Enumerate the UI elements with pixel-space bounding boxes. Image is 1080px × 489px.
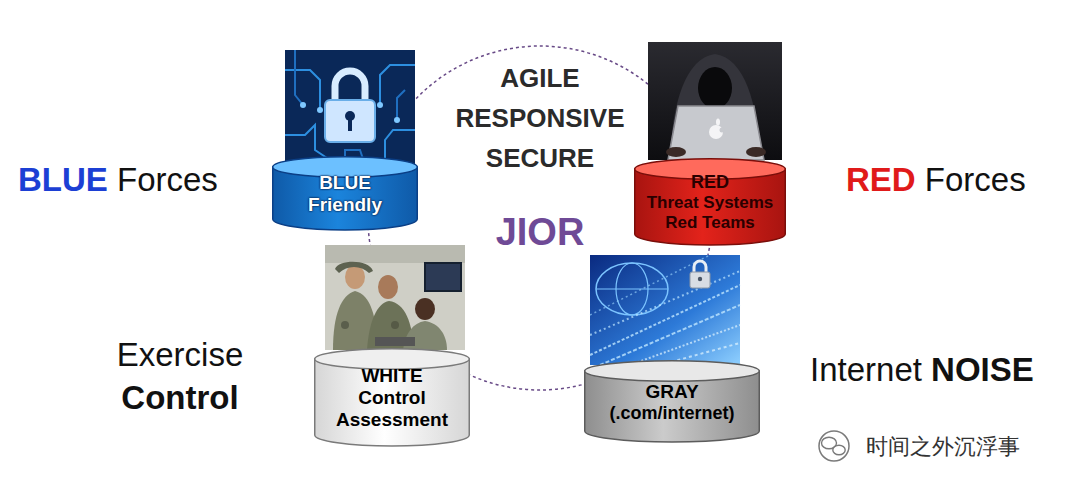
cylinder-label: GRAY(.com/internet): [592, 381, 752, 424]
cylinder-top: [585, 361, 760, 382]
side-label: Exercise Control: [90, 333, 270, 419]
wechat-icon: [819, 431, 849, 461]
cylinder-body: [635, 169, 786, 245]
cylinder-node: BLUEFriendly: [272, 156, 418, 230]
cylinder-text: Control Assessment: [322, 387, 462, 431]
label-wrap: BLUE Forces: [18, 161, 233, 199]
hacker-photo: [648, 42, 782, 160]
text-wrap: JIOR: [460, 212, 620, 252]
cylinder-body: [273, 167, 418, 230]
center-logo: JIOR: [460, 212, 620, 252]
side-label: Internet NOISE: [810, 351, 1060, 389]
cylinder-heading: WHITE: [322, 365, 462, 387]
cylinder-heading: RED: [642, 172, 778, 193]
internet-photo: [590, 255, 740, 365]
cylinder-text: Threat Systems Red Teams: [642, 193, 778, 233]
cylinder-node: REDThreat Systems Red Teams: [634, 158, 786, 245]
cylinder-text: Friendly: [280, 194, 410, 216]
cylinder-heading: BLUE: [280, 172, 410, 194]
region-panel: AGILE RESPONSIVE SECURE JIOR BLUEFriendly R…: [190, 0, 890, 489]
soldiers-photo: [325, 245, 465, 350]
connector: [470, 398, 584, 400]
center-slogan: AGILE RESPONSIVE SECURE: [440, 58, 640, 178]
cylinder-label: WHITEControl Assessment: [322, 365, 462, 431]
label-word: Internet: [810, 351, 922, 388]
cylinder-node: GRAY(.com/internet): [584, 360, 760, 442]
connector-glow: [470, 398, 584, 400]
cylinder-node: WHITEControl Assessment: [314, 348, 470, 446]
label-wrap: RED Forces: [846, 161, 1051, 199]
lock-photo: [285, 50, 415, 165]
label-word: Control: [121, 379, 238, 416]
label-word: Forces: [925, 161, 1026, 198]
connector-line: [470, 398, 584, 400]
connector-glow: [418, 195, 634, 200]
trapezoid-fill: [205, 8, 865, 472]
label-word: Exercise: [117, 336, 244, 373]
label-word: BLUE: [18, 161, 108, 198]
label-wrap: Exercise Control: [90, 333, 270, 419]
connector: [418, 195, 634, 200]
watermark: 时间之外沉浮事: [866, 434, 1056, 460]
label-wrap: Internet NOISE: [810, 351, 1060, 389]
label-word: NOISE: [931, 351, 1034, 388]
cylinder-heading: GRAY: [592, 381, 752, 403]
side-label: RED Forces: [846, 161, 1051, 199]
cylinder-body: [585, 371, 760, 442]
label-word: Forces: [117, 161, 218, 198]
cylinder-label: REDThreat Systems Red Teams: [642, 172, 778, 233]
label-wrap: 时间之外沉浮事: [866, 434, 1056, 460]
side-label: BLUE Forces: [18, 161, 233, 199]
connector-line: [418, 195, 634, 200]
cylinder-label: BLUEFriendly: [280, 172, 410, 216]
label-word: 时间之外沉浮事: [866, 434, 1020, 459]
label-word: RED: [846, 161, 916, 198]
cylinder-text: (.com/internet): [592, 403, 752, 424]
text-wrap: AGILE RESPONSIVE SECURE: [440, 58, 640, 178]
trapezoid-glow: [205, 8, 865, 472]
cylinder-body: [315, 359, 470, 446]
